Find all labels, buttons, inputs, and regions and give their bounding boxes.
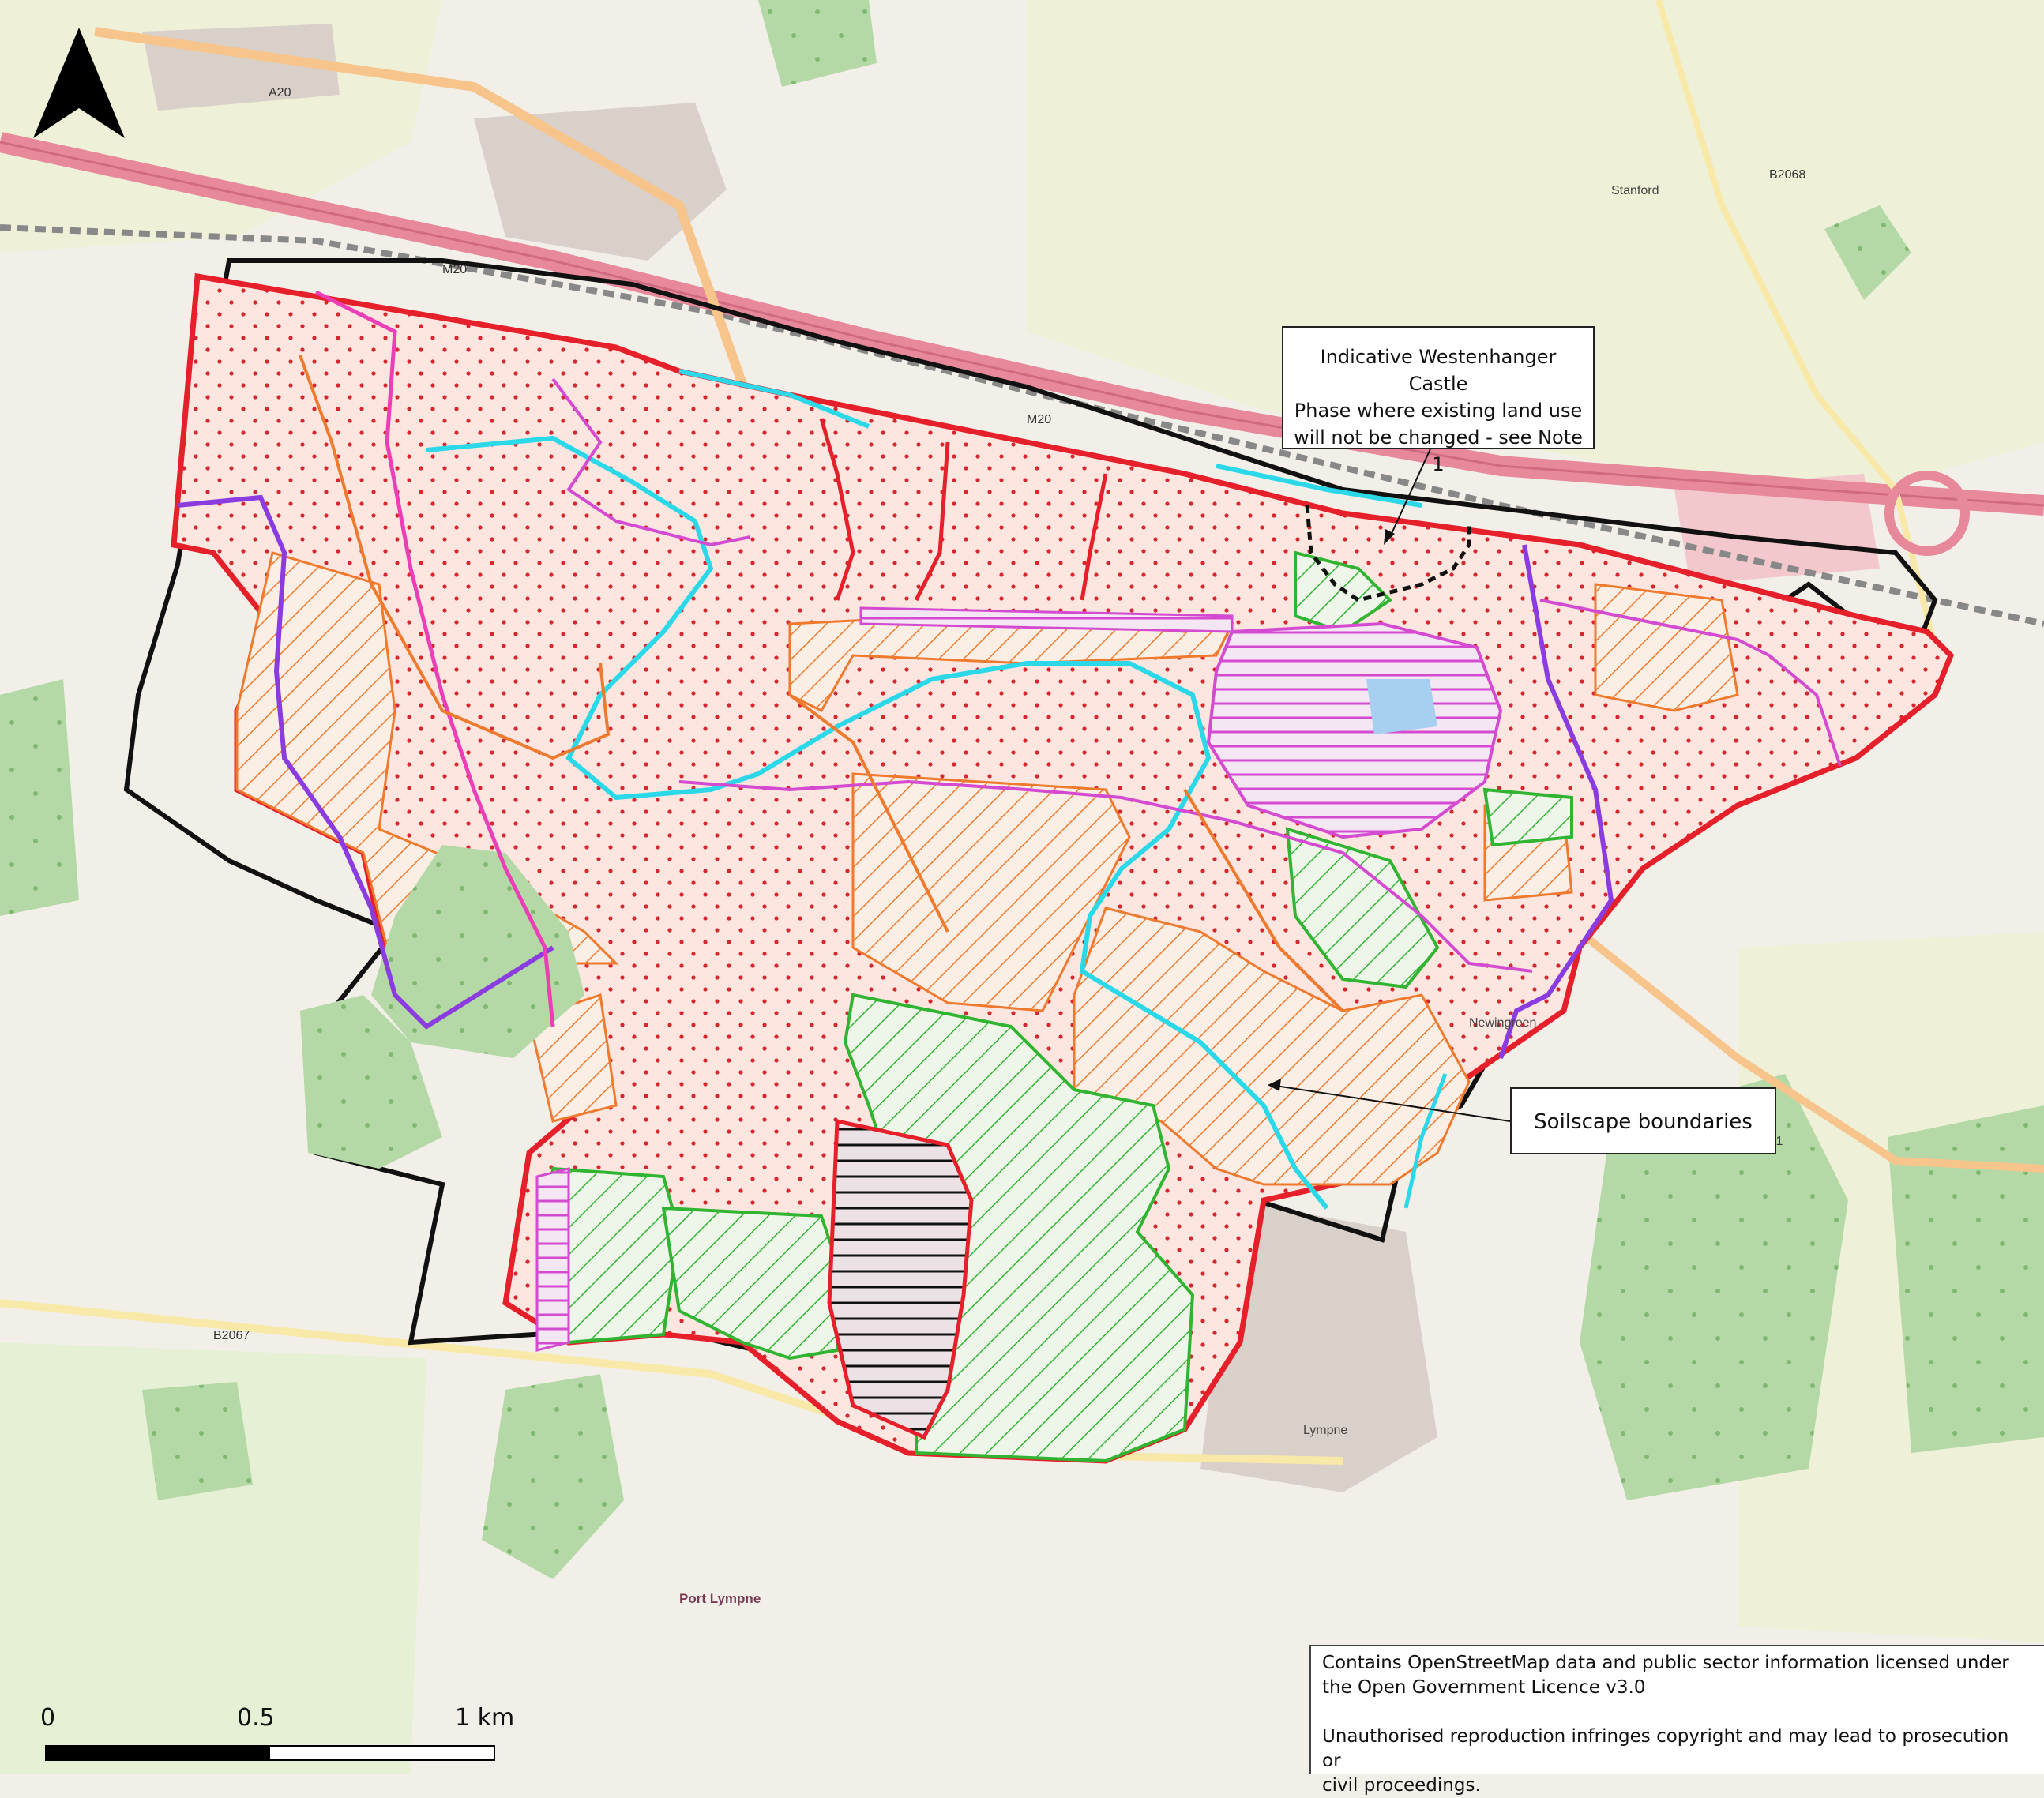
magenta-line-centre [551, 377, 751, 547]
scale-label-half: 0.5 [237, 1704, 275, 1732]
road-label-b2068: B2068 [1769, 168, 1805, 182]
soilscape-line-north [678, 369, 870, 429]
castle-phase-boundary [1305, 505, 1471, 602]
castle-callout-leader [1389, 441, 1434, 538]
scale-bar-segment-2 [270, 1747, 494, 1759]
zone-green-castle [1294, 550, 1393, 634]
soilscape-line-main [426, 435, 1329, 1210]
scale-label-zero: 0 [40, 1704, 56, 1732]
red-line-internal [819, 418, 1108, 602]
zone-green-central [661, 1206, 839, 1361]
place-label-lympne: Lympne [1303, 1424, 1347, 1437]
magenta-line-road [678, 779, 1533, 973]
zone-black-hatched [827, 1118, 974, 1440]
builtup-lympne [1200, 1200, 1437, 1492]
place-label-stanford: Stanford [1611, 184, 1659, 197]
copyright-line-4: civil proceedings. [1322, 1775, 1481, 1796]
motorway-m20-edge [0, 141, 2044, 507]
magenta-line-east [1539, 599, 1842, 767]
zone-orange-east [1594, 583, 1739, 712]
castle-callout-line-3: will not be changed - see Note 1 [1294, 426, 1583, 475]
woodland-south [482, 1374, 624, 1579]
woodland-site-west [371, 845, 584, 1058]
scale-label-end: 1 km [455, 1704, 515, 1732]
purple-boundary-east [1498, 544, 1614, 1059]
woodland-south-2 [142, 1382, 253, 1500]
copyright-line-3: Unauthorised reproduction infringes copy… [1322, 1726, 2009, 1771]
castle-callout-line-2: Phase where existing land use [1294, 400, 1583, 422]
soil-callout-arrowhead [1268, 1079, 1281, 1091]
north-arrow-icon [33, 28, 125, 138]
zone-green-east [1285, 827, 1440, 989]
builtup-sellindge [474, 103, 727, 261]
road-label-a20: A20 [269, 86, 291, 99]
woodland-north [758, 0, 877, 87]
woodland-west [0, 679, 79, 916]
castle-callout-arrowhead [1384, 529, 1395, 545]
soilscape-line-castle [1216, 464, 1422, 508]
scale-bar-segment-1 [47, 1747, 270, 1759]
place-label-newingreen: Newingreen [1469, 1016, 1536, 1030]
castle-callout-line-1: Indicative Westenhanger Castle [1320, 346, 1557, 395]
copyright-line-2: the Open Government Licence v3.0 [1322, 1677, 1646, 1698]
soilscape-line-south-east [1403, 1073, 1448, 1209]
zone-magenta-strip [859, 606, 1234, 633]
farmland-south-west [0, 1342, 426, 1774]
zone-green-east-2 [1482, 787, 1573, 847]
orange-line-east [1183, 788, 1344, 1012]
pink-line-west [314, 290, 555, 1027]
roundabout [1884, 471, 1970, 556]
copyright-spacer [1322, 1700, 2033, 1725]
railway-line [0, 224, 2044, 627]
castle-phase-callout: Indicative Westenhanger Castle Phase whe… [1282, 326, 1595, 475]
zone-orange-west [235, 551, 619, 965]
orange-line-north [299, 355, 611, 760]
orange-line-mid [788, 693, 949, 933]
woodland-east-2 [1888, 1105, 2044, 1453]
road-label-m20-west: M20 [442, 263, 467, 276]
copyright-notice: Contains OpenStreetMap data and public s… [1309, 1645, 2044, 1796]
copyright-line-1: Contains OpenStreetMap data and public s… [1322, 1653, 2009, 1673]
woodland-east [1580, 1074, 1848, 1500]
woodland-site-west-2 [300, 995, 442, 1169]
soilscape-callout: Soilscape boundaries [1510, 1087, 1776, 1154]
lake [1366, 679, 1437, 734]
zone-magenta-south-west [535, 1167, 570, 1352]
road-a261 [1576, 929, 2044, 1173]
scale-bar [45, 1745, 495, 1761]
zone-magenta-racecourse [1206, 621, 1503, 839]
soil-callout-leader [1275, 1085, 1511, 1122]
road-label-b2067: B2067 [213, 1329, 250, 1342]
woodland-north-east [1824, 205, 1911, 300]
place-label-port-lympne: Port Lympne [679, 1591, 761, 1606]
farmland-north [1027, 0, 2044, 505]
road-label-m20-east: M20 [1027, 413, 1051, 426]
purple-boundary [177, 494, 554, 1030]
